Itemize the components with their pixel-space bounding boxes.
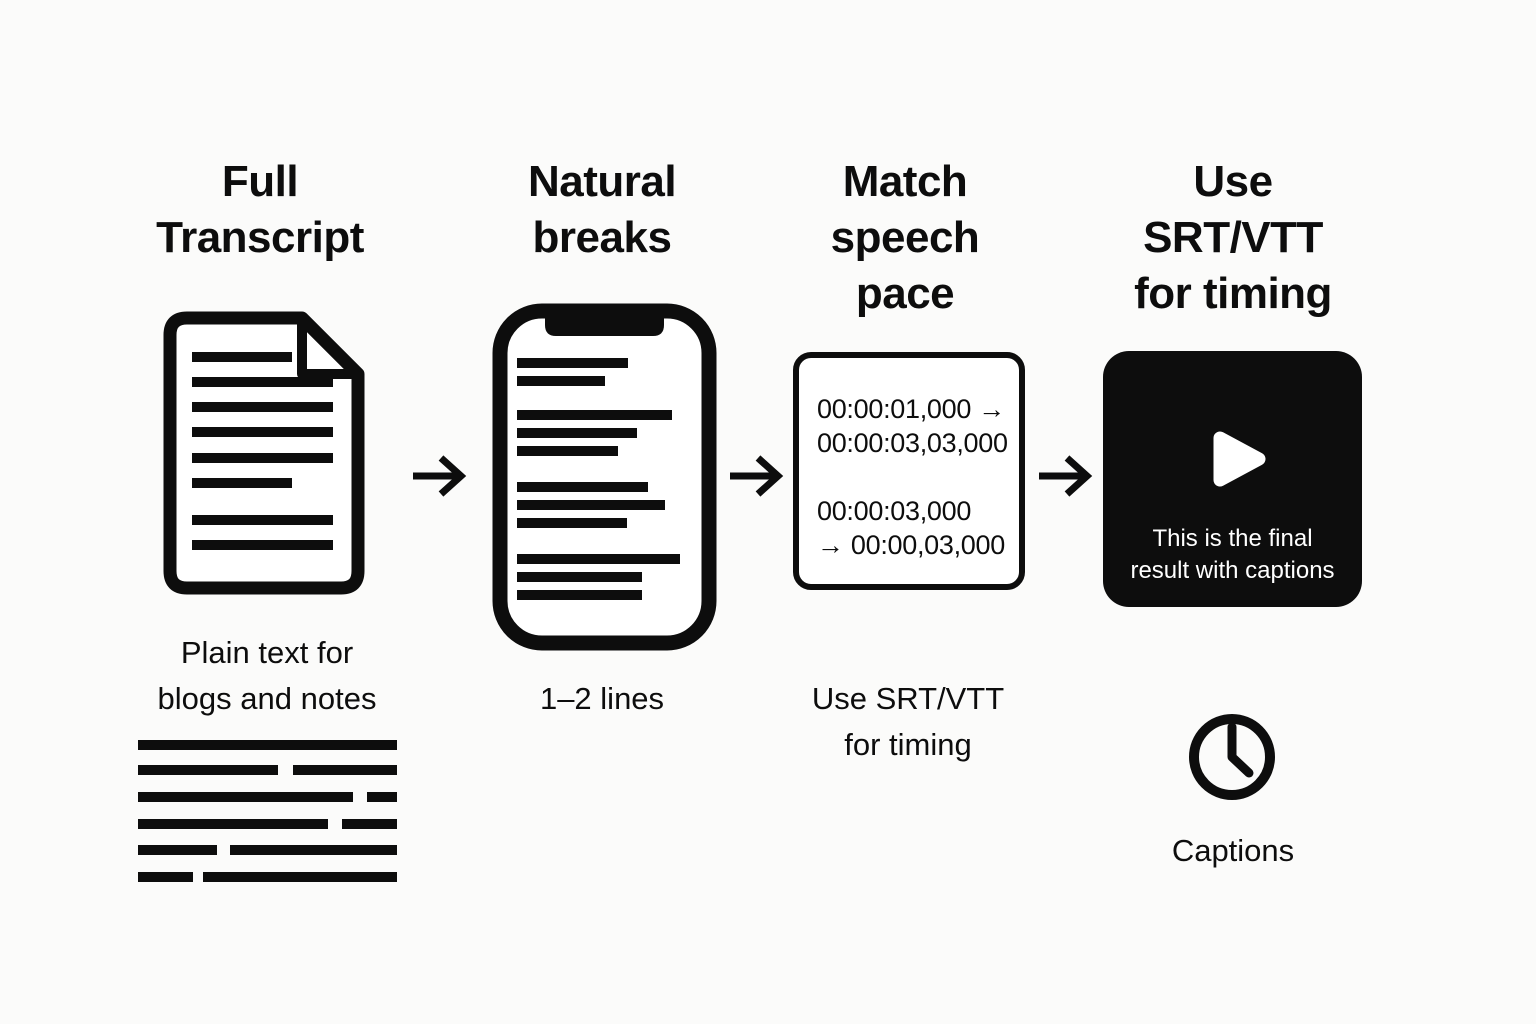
document-icon xyxy=(163,311,365,595)
step3-title: Match speech pace xyxy=(830,157,980,318)
video-caption-text: This is the final result with captions xyxy=(1130,525,1335,584)
arrow-right-icon xyxy=(413,455,467,497)
video-player[interactable]: This is the final result with captions xyxy=(1103,351,1362,607)
step2-title: Natural breaks xyxy=(527,157,677,262)
step1-title: Full Transcript xyxy=(156,157,364,262)
step4-title: Use SRT/VTT for timing xyxy=(1134,157,1332,318)
srt-cue-1: 00:00:01,000 → 00:00:03,03,000 xyxy=(817,394,1008,458)
srt-timing-box: 00:00:01,000 → 00:00:03,03,000 00:00:03,… xyxy=(793,352,1025,590)
plain-text-lines xyxy=(138,740,397,882)
play-icon[interactable] xyxy=(1210,430,1268,488)
step3-caption: Use SRT/VTT for timing xyxy=(811,681,1005,762)
srt-cue-2: 00:00:03,000 → 00:00,03,000 xyxy=(817,496,1005,560)
arrow-right-icon xyxy=(1039,455,1093,497)
step4-caption: Captions xyxy=(1171,833,1295,868)
clock-icon xyxy=(1189,714,1275,800)
step1-caption: Plain text for blogs and notes xyxy=(157,635,377,716)
arrow-right-icon xyxy=(730,455,784,497)
phone-icon xyxy=(492,303,717,651)
step2-caption: 1–2 lines xyxy=(539,681,665,716)
